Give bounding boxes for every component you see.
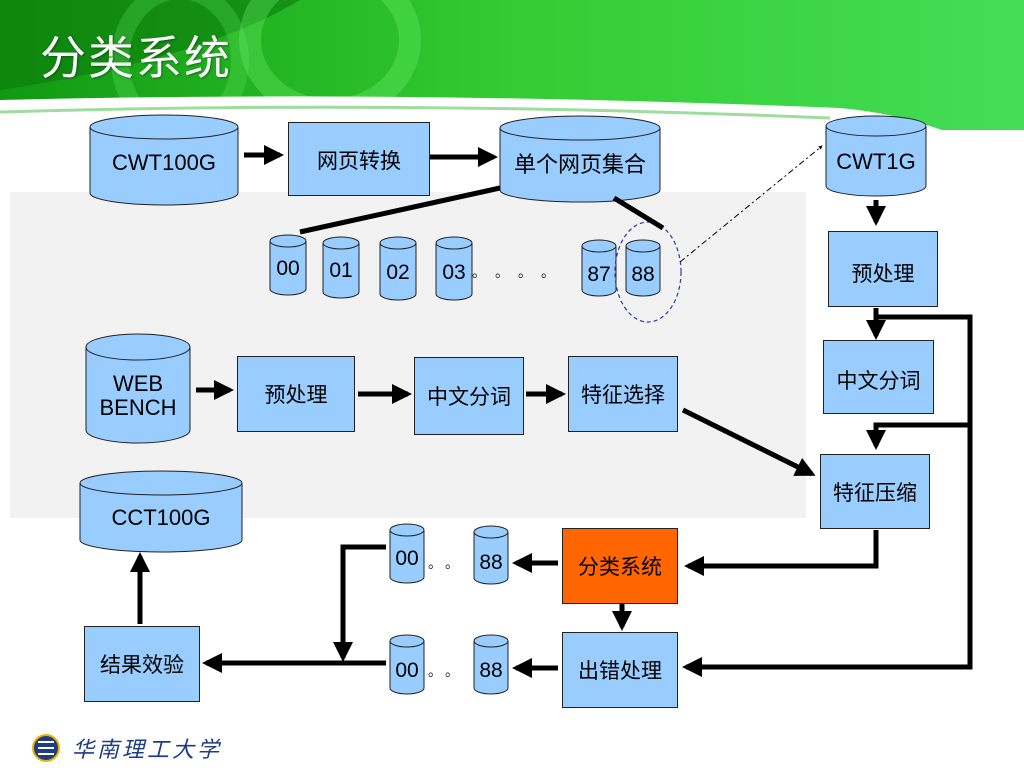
cylinder-single-page-set-label: 单个网页集合	[513, 152, 646, 178]
box-preprocess-right: 预处理	[828, 231, 938, 307]
dashed-link-cwt1g	[679, 145, 823, 263]
shard-ellipsis: 。。。。	[472, 265, 571, 281]
box-classify-system: 分类系统	[562, 528, 678, 604]
shard-cylinder-00	[269, 234, 307, 296]
cylinder-cwt100g-label: CWT100G	[112, 149, 216, 175]
header-background	[0, 0, 1024, 130]
box-feature-compress: 特征压缩	[820, 454, 930, 529]
cylinder-single-page-set	[499, 115, 661, 203]
class-out-label-00: 00	[395, 547, 419, 571]
cylinder-cct100g	[79, 470, 243, 553]
shard-label-01: 01	[329, 259, 353, 283]
cylinder-cwt100g	[89, 114, 239, 206]
box-segment-left: 中文分词	[414, 357, 524, 435]
shard-cylinder-01	[322, 236, 360, 299]
shard-label-00: 00	[276, 257, 300, 281]
footer-logo: 华南理工大学	[30, 730, 222, 766]
box-result-check: 结果效验	[84, 626, 200, 702]
shard-cylinder-88	[625, 239, 661, 297]
class-out-label-88: 88	[479, 551, 503, 575]
err-out-cylinder-00	[389, 634, 425, 695]
shard-cylinder-03	[435, 236, 473, 301]
cylinder-webbench-label: WEB BENCH	[99, 370, 177, 420]
university-logo-icon	[32, 734, 60, 762]
footer-logo-text: 华南理工大学	[72, 738, 223, 763]
err-out-label-88: 88	[479, 659, 503, 683]
shard-cylinder-87	[581, 239, 617, 297]
shard-label-87: 87	[587, 263, 611, 287]
err-out-cylinder-88	[473, 634, 509, 695]
cylinder-cwt1g	[825, 115, 927, 197]
class-out-ellipsis: 。。	[428, 556, 469, 572]
header-banner: 分类系统	[0, 0, 1024, 130]
class-out-cylinder-00	[389, 523, 425, 584]
box-page-convert: 网页转换	[288, 122, 430, 196]
err-out-label-00: 00	[395, 659, 419, 683]
shard-label-88: 88	[631, 263, 655, 287]
highlight-ellipse-88	[614, 221, 682, 323]
shard-label-03: 03	[442, 261, 466, 285]
cylinder-cct100g-label: CCT100G	[111, 504, 211, 530]
page-title: 分类系统	[40, 31, 232, 85]
box-segment-right: 中文分词	[823, 340, 934, 414]
connectors	[130, 145, 973, 678]
shard-cylinder-02	[379, 236, 417, 301]
err-out-ellipsis: 。。	[428, 664, 469, 680]
shard-label-02: 02	[386, 261, 410, 285]
cylinder-webbench	[85, 333, 191, 444]
cylinder-cwt1g-label: CWT1G	[836, 148, 916, 174]
class-out-cylinder-88	[473, 525, 509, 585]
box-error-handling: 出错处理	[562, 632, 678, 708]
box-preprocess-left: 预处理	[237, 356, 355, 432]
box-feature-select: 特征选择	[568, 356, 678, 432]
